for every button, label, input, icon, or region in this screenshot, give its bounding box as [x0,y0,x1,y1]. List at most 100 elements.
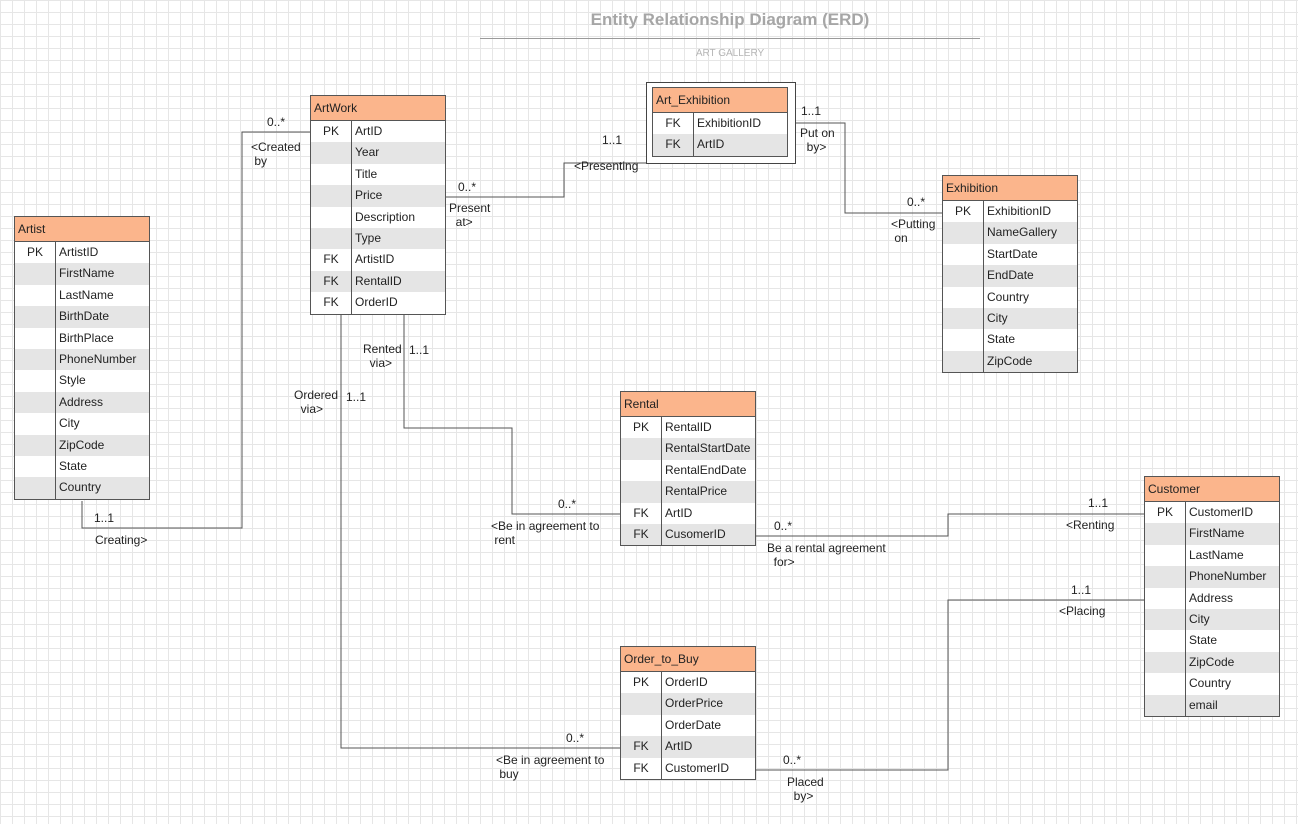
field-name: Address [1189,590,1234,605]
entity-row: City [1145,608,1279,631]
field-name: CusomerID [665,526,726,541]
field-name: BirthDate [59,309,110,324]
key-marker [15,370,56,392]
entity-row: Country [1145,673,1279,695]
key-marker [943,350,984,373]
field-name: FirstName [59,266,115,281]
cardinality-label: 1..1 [1071,583,1092,597]
relationship-label: Ordered via> [294,388,339,416]
key-marker [15,434,56,456]
relationship-label: Placed by> [787,775,824,803]
key-marker [943,265,984,287]
field-name: ExhibitionID [987,204,1052,218]
entity-row: Price [311,185,445,207]
field-name: Description [355,209,416,224]
entity-row: FirstName [15,263,149,285]
field-name: StartDate [987,246,1038,261]
entity-row: State [943,329,1077,351]
field-name: FirstName [1189,526,1245,541]
key-marker [621,481,662,503]
field-name: Title [355,166,378,181]
field-name: LastName [1189,547,1244,562]
entity-row: Description [311,206,445,228]
key-marker [943,222,984,244]
field-name: OrderID [355,295,398,310]
key-marker: PK [621,672,662,694]
field-name: ArtistID [59,245,99,259]
entity-row: Year [311,142,445,164]
entity-row: BirthDate [15,306,149,328]
order-customer-line [754,599,1144,771]
entity-row: NameGallery [943,222,1077,244]
field-name: City [1189,611,1210,626]
cardinality-label: 0..* [774,519,793,533]
field-name: ArtistID [355,252,395,267]
field-name: ZipCode [1189,654,1235,669]
entity-row: RentalStartDate [621,438,755,460]
field-name: email [1189,697,1218,712]
entity-row: State [15,455,149,478]
field-name: ZipCode [987,353,1033,368]
key-marker: FK [653,113,694,135]
artwork-rental-line [403,315,620,515]
key-marker [1145,587,1186,609]
field-name: Style [59,373,86,388]
entity-name: Customer [1145,477,1279,502]
key-marker [621,714,662,737]
key-marker [15,413,56,435]
relationship-label: Put on by> [800,126,835,154]
field-name: EndDate [987,268,1034,283]
title-divider [480,38,980,39]
key-marker: PK [311,121,352,143]
key-marker [15,306,56,328]
entity-name: ArtWork [311,96,445,121]
key-marker [621,693,662,715]
field-name: CustomerID [1189,505,1254,519]
artwork-artexhibition-line [444,162,646,198]
key-marker [621,438,662,460]
cardinality-label: 0..* [458,180,477,194]
entity-row: RentalPrice [621,481,755,503]
key-marker: FK [621,523,662,546]
diagram-title: Entity Relationship Diagram (ERD) [590,10,870,29]
key-marker [15,348,56,371]
diagram-subtitle: ART GALLERY [695,48,765,59]
key-marker [15,391,56,414]
cardinality-label: 0..* [783,753,802,767]
key-marker [15,477,56,499]
key-marker: PK [15,242,56,264]
entity-row: ZipCode [943,350,1077,373]
entity-row: State [1145,630,1279,652]
field-name: State [59,458,88,473]
field-name: ExhibitionID [697,116,762,130]
entity-row: Address [15,391,149,414]
field-name: Year [355,145,380,160]
entity-row: PhoneNumber [1145,566,1279,588]
key-marker: FK [311,249,352,271]
field-name: RentalEndDate [665,462,747,477]
entity-row: RentalEndDate [621,459,755,482]
field-name: RentalStartDate [665,441,751,456]
cardinality-label: 0..* [907,195,926,209]
field-name: ArtID [665,505,693,520]
field-name: City [987,310,1008,325]
entity-row: City [15,413,149,435]
field-name: ArtID [665,739,693,754]
field-name: Country [59,480,102,495]
relationship-label: <Placing [1059,604,1106,618]
cardinality-label: 1..1 [346,390,367,404]
